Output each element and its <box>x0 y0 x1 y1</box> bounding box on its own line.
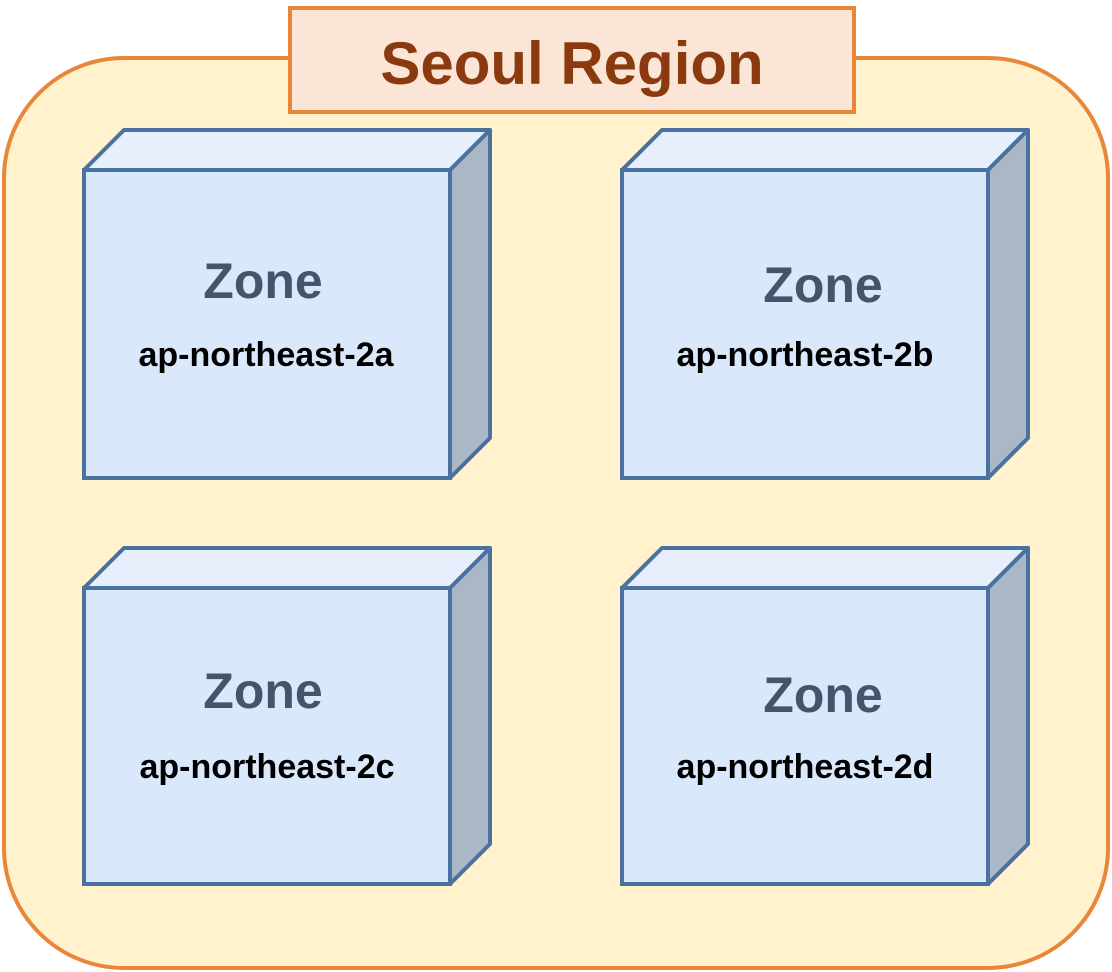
region-title-box <box>288 6 856 114</box>
zone-front-face <box>82 586 452 886</box>
zone-top-face <box>82 128 492 172</box>
zone-box-a: Zone ap-northeast-2a <box>82 128 492 480</box>
region-title: Seoul Region <box>380 30 763 97</box>
zone-front-face <box>620 586 990 886</box>
zone-id: ap-northeast-2d <box>677 748 934 786</box>
zone-title: Zone <box>203 663 322 719</box>
zone-side-face <box>986 546 1030 886</box>
zone-side-face <box>448 546 492 886</box>
zone-title: Zone <box>203 253 322 309</box>
zone-id: ap-northeast-2c <box>139 748 394 786</box>
zone-id: ap-northeast-2b <box>677 336 934 374</box>
zone-front-face <box>620 168 990 480</box>
zone-box-b: Zone ap-northeast-2b <box>620 128 1030 480</box>
zone-title: Zone <box>763 257 882 313</box>
zone-front-face <box>82 168 452 480</box>
zone-side-face <box>986 128 1030 480</box>
zone-box-d: Zone ap-northeast-2d <box>620 546 1030 886</box>
zone-id: ap-northeast-2a <box>138 336 394 374</box>
zone-top-face <box>82 546 492 590</box>
zone-top-face <box>620 128 1030 172</box>
zone-title: Zone <box>763 667 882 723</box>
zone-side-face <box>448 128 492 480</box>
zone-top-face <box>620 546 1030 590</box>
zone-box-c: Zone ap-northeast-2c <box>82 546 492 886</box>
